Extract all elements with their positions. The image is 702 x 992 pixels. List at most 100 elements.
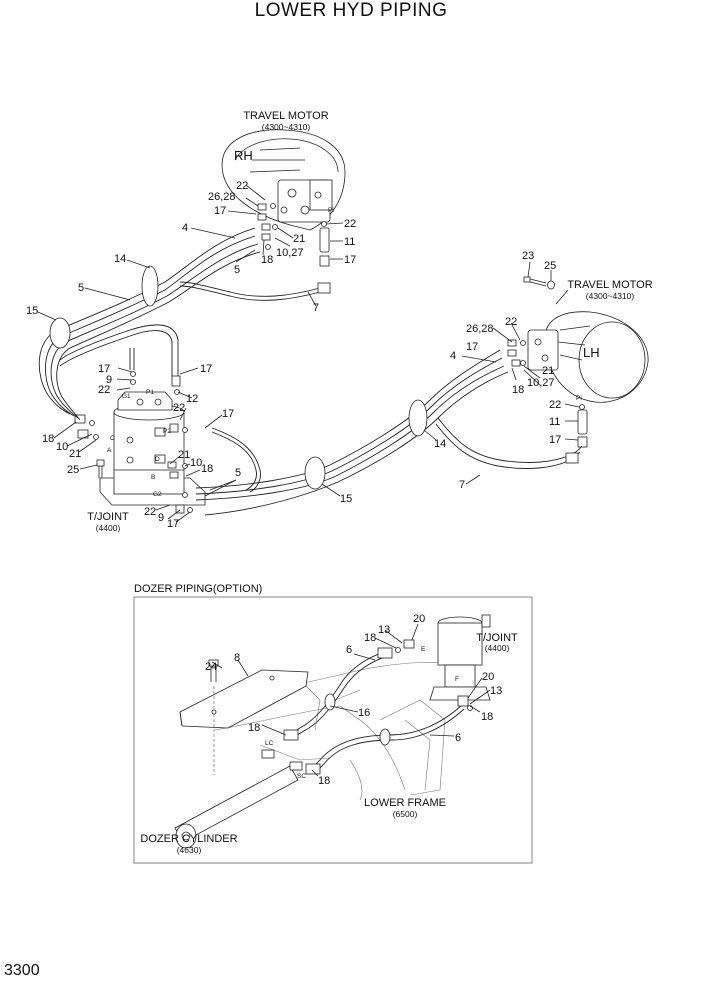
port-label-p2: P2 xyxy=(163,428,171,435)
travel-motor-lh-range: (4300~4310) xyxy=(586,291,635,301)
callout-21: 21 xyxy=(542,365,554,377)
callout-19: 22 xyxy=(98,384,110,396)
dozer-tj-code: (4400) xyxy=(485,643,510,653)
callout-21: 21 xyxy=(293,233,305,245)
port-label-b: B xyxy=(151,474,155,481)
dozer-port-sc: SC xyxy=(297,773,306,780)
callout-11: 11 xyxy=(344,236,355,248)
dozer-section-frame xyxy=(133,596,533,864)
travel-motor-lh-side: LH xyxy=(583,345,600,360)
travel-motor-rh: TRAVEL MOTOR (4300~4310) RH Pi xyxy=(221,110,346,231)
callout-9: 9 xyxy=(106,374,112,386)
dozer-port-e: E xyxy=(421,646,426,653)
callout-18: 18 xyxy=(201,463,213,475)
lower-frame-code: (6500) xyxy=(393,809,418,819)
turning-joint-name: T/JOINT xyxy=(87,511,129,523)
turning-joint-code: (4400) xyxy=(96,523,121,533)
dozer-callout-24: 24 xyxy=(205,661,217,673)
main-hose-bundle xyxy=(38,227,583,516)
clamp-14-lh xyxy=(408,399,428,437)
callout-19: 22 xyxy=(173,402,185,414)
callout-23: 25 xyxy=(67,464,79,476)
travel-motor-lh: TRAVEL MOTOR (4300~4310) LH Pi xyxy=(527,279,653,403)
main-leader-lines xyxy=(37,184,580,523)
travel-motor-rh-range: (4300~4310) xyxy=(262,122,311,132)
port-label-pi-lh: Pi xyxy=(576,395,582,402)
main-callouts: 22 26,28 17 4 5 18 21 10,27 22 11 17 7 1… xyxy=(26,180,561,530)
callout-4: 4 xyxy=(182,222,188,234)
callout-19: 22 xyxy=(236,180,248,192)
callout-21: 21 xyxy=(178,449,190,461)
dozer-callout-20: 20 xyxy=(413,613,425,625)
dozer-cylinder-name: DOZER CYLINDER xyxy=(140,833,237,845)
callout-17: 17 xyxy=(344,254,356,266)
dozer-hoses xyxy=(283,639,473,775)
callout-18: 18 xyxy=(512,384,524,396)
dozer-callout-18: 18 xyxy=(318,775,330,787)
dozer-callout-18: 18 xyxy=(248,722,260,734)
callout-18: 18 xyxy=(42,433,54,445)
callout-5: 5 xyxy=(234,264,240,276)
callout-10: 10 xyxy=(56,441,68,453)
dozer-callout-16: 16 xyxy=(358,707,370,719)
dozer-port-lc: LC xyxy=(265,740,274,747)
dozer-callouts: 20 13 18 6 8 24 16 18 18 20 13 18 6 xyxy=(205,613,502,787)
callout-17: 17 xyxy=(222,408,234,420)
travel-motor-lh-name: TRAVEL MOTOR xyxy=(567,279,652,291)
callout-25: 25 xyxy=(544,260,556,272)
port-label-p1: P1 xyxy=(146,389,154,396)
callout-17: 17 xyxy=(167,518,179,530)
callout-21: 21 xyxy=(69,448,81,460)
travel-motor-rh-side: RH xyxy=(234,148,253,163)
page-title: LOWER HYD PIPING xyxy=(254,0,448,21)
page-number: 3300 xyxy=(4,962,40,979)
callout-7: 7 xyxy=(459,479,465,491)
callout-17: 17 xyxy=(98,363,110,375)
callout-4: 4 xyxy=(450,350,456,362)
clamp-14-rh xyxy=(141,265,159,307)
callout-5: 5 xyxy=(78,282,84,294)
rh-fittings xyxy=(257,203,330,267)
dozer-tj-name: T/JOINT xyxy=(476,632,518,644)
callout-19: 22 xyxy=(549,399,561,411)
port-label-pi-rh: Pi xyxy=(328,207,334,214)
dozer-callout-18: 18 xyxy=(481,711,493,723)
callout-11: 11 xyxy=(549,416,560,428)
dozer-cylinder-code: (4630) xyxy=(177,845,202,855)
dozer-callout-6: 6 xyxy=(346,644,352,656)
callout-14: 14 xyxy=(434,438,446,450)
callout-12: 12 xyxy=(186,393,198,405)
port-label-g2: G2 xyxy=(153,491,162,498)
callout-15: 15 xyxy=(340,493,352,505)
lower-frame-name: LOWER FRAME xyxy=(364,797,446,809)
dozer-cylinder: DOZER CYLINDER (4630) LC SC xyxy=(140,740,306,855)
dozer-port-f: F xyxy=(455,676,459,683)
lh-fittings xyxy=(507,276,588,448)
dozer-section-title: DOZER PIPING(OPTION) xyxy=(134,583,262,595)
dozer-piping-section: DOZER PIPING(OPTION) T/JOINT (4400) E xyxy=(133,583,533,864)
dozer-callout-6: 6 xyxy=(455,732,461,744)
dozer-leader-lines xyxy=(211,623,491,777)
turning-joint: T/JOINT (4400) G1 P1 P2 A C D B G2 xyxy=(74,371,206,533)
clamp-15-left xyxy=(49,317,71,349)
callout-19: 22 xyxy=(505,316,517,328)
callout-22: 23 xyxy=(522,250,534,262)
callout-10-27: 10,27 xyxy=(527,377,555,389)
dozer-callout-13: 13 xyxy=(378,624,390,636)
callout-14: 14 xyxy=(114,253,126,265)
callout-18: 18 xyxy=(261,254,273,266)
dozer-cover-plate xyxy=(179,659,309,775)
callout-10: 10 xyxy=(190,457,202,469)
callout-5: 5 xyxy=(235,467,241,479)
port-label-g1: G1 xyxy=(122,393,131,400)
port-label-d: D xyxy=(155,456,160,463)
callout-10-27: 10,27 xyxy=(276,247,304,259)
callout-26-28: 26,28 xyxy=(466,323,494,335)
callout-9: 9 xyxy=(158,512,164,524)
port-label-c: C xyxy=(110,435,115,442)
clamp-15-center xyxy=(304,456,326,490)
travel-motor-rh-name: TRAVEL MOTOR xyxy=(243,110,328,122)
dozer-callout-13: 13 xyxy=(490,685,502,697)
